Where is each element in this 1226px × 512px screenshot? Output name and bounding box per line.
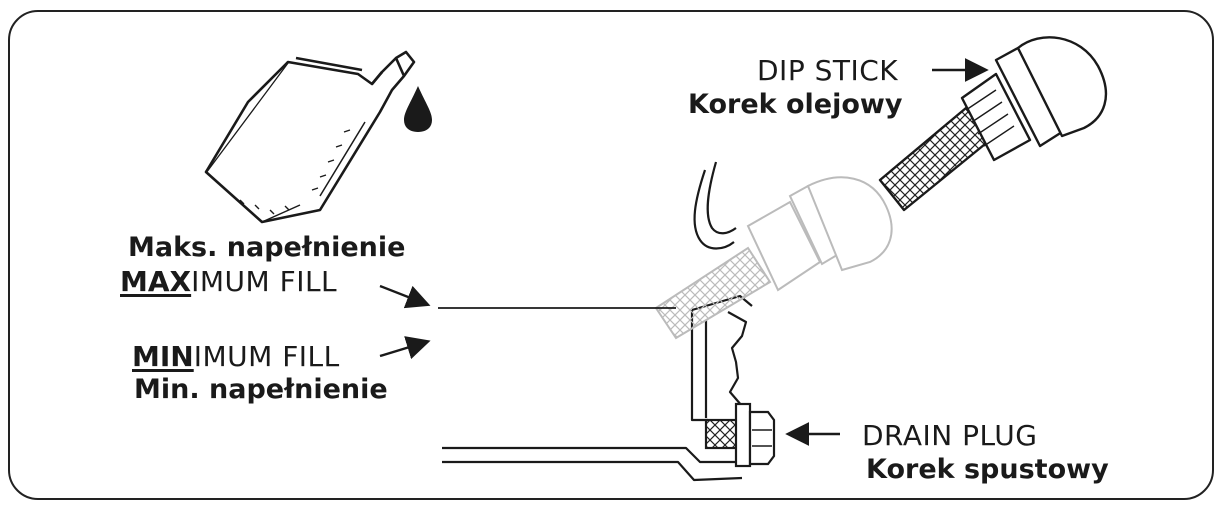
max-fill-rest: IMUM FILL xyxy=(191,265,338,298)
min-fill-emphasis: MIN xyxy=(132,340,194,373)
label-arrows xyxy=(379,58,989,446)
dipstick-installed-ghost xyxy=(654,176,893,340)
drain-plug-label-en: DRAIN PLUG xyxy=(862,419,1038,452)
arrow-max-fill xyxy=(379,284,431,309)
max-fill-label-pl: Maks. napełnienie xyxy=(128,232,406,263)
max-fill-label-en: MAXIMUM FILL xyxy=(120,268,337,296)
crankcase-icon xyxy=(442,161,753,482)
dipstick-label-en: DIP STICK xyxy=(757,54,899,87)
oil-bottle-icon xyxy=(204,50,416,224)
drain-plug-label-pl: Korek spustowy xyxy=(866,454,1109,485)
min-fill-label-pl: Min. napełnienie xyxy=(134,374,388,405)
dipstick-label-pl: Korek olejowy xyxy=(688,89,903,120)
max-fill-emphasis: MAX xyxy=(120,265,192,298)
dipstick-icon xyxy=(878,36,1108,212)
oil-drop-icon xyxy=(404,86,432,132)
arrow-min-fill xyxy=(379,336,431,360)
min-fill-rest: IMUM FILL xyxy=(193,340,340,373)
diagram-frame xyxy=(8,10,1214,500)
drain-plug-icon xyxy=(704,402,776,468)
min-fill-label-en: MINIMUM FILL xyxy=(132,343,340,371)
